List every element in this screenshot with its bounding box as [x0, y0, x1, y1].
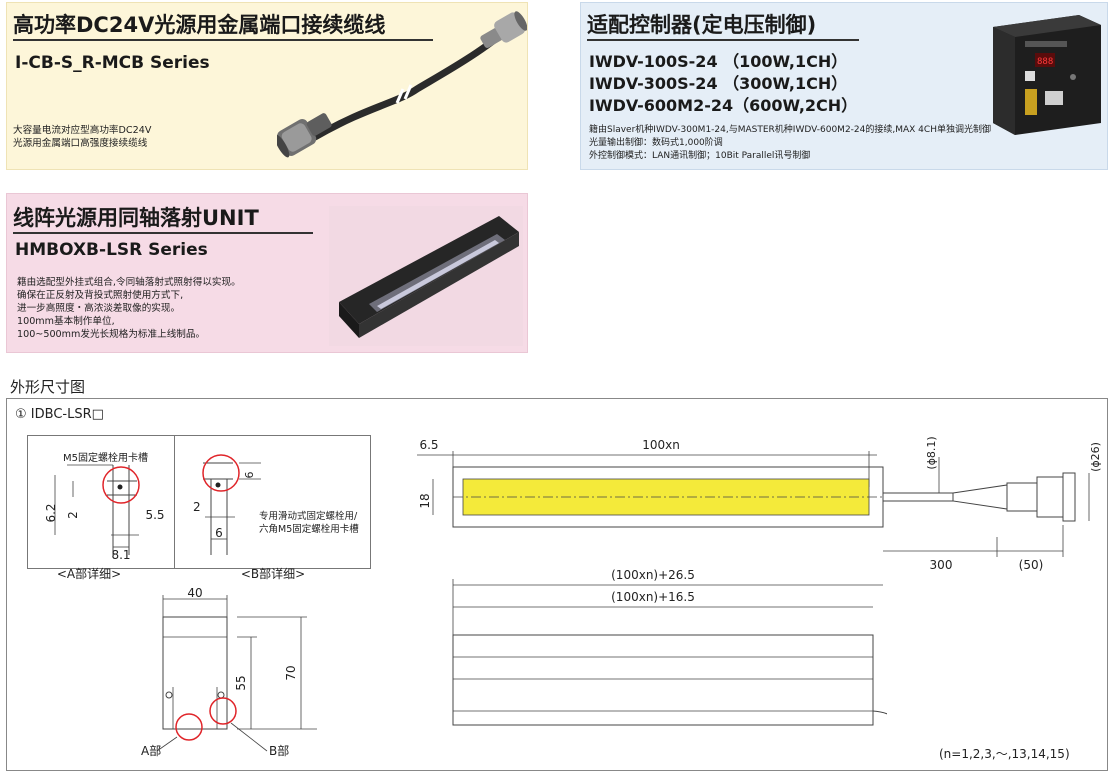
unit-desc-5: 100~500mm发光长规格为标准上线制品。: [17, 329, 206, 340]
dimension-drawing: ① IDBC-LSR□ 6.2 2 5.5 8.1 M5固定螺栓用卡槽 6: [6, 398, 1108, 771]
controller-title: 适配控制器(定电压制御): [587, 13, 817, 37]
unit-image: [329, 206, 523, 346]
front-dim-conn-len: (50): [1019, 558, 1044, 572]
side-mark-a: A部: [141, 743, 161, 758]
detail-box: [27, 435, 371, 569]
side-h1: 55: [234, 675, 248, 690]
cable-desc-1: 大容量电流对应型高功率DC24V: [13, 125, 152, 136]
detail-b-slot-label-1: 专用滑动式固定螺栓用/: [259, 510, 358, 522]
unit-desc-1: 籍由选配型外挂式组合,令同轴落射式照射得以实现。: [17, 277, 241, 288]
detail-b-dim-2: 2: [193, 500, 201, 514]
side-view-drawing: 40 55 70 A部 B部: [141, 587, 317, 758]
detail-a-dim-3: 5.5: [145, 508, 164, 522]
cable-series: I-CB-S_R-MCB Series: [15, 53, 210, 73]
controller-model-3: IWDV-600M2-24（600W,2CH）: [589, 96, 858, 115]
section-title: 外形尺寸图: [10, 378, 86, 396]
controller-model-2: IWDV-300S-24 （300W,1CH）: [589, 74, 848, 93]
controller-image: 888: [993, 15, 1101, 135]
controller-model-1: IWDV-100S-24 （100W,1CH）: [589, 52, 848, 71]
controller-desc-2: 光量输出制御：数码式1,000阶调: [589, 138, 723, 148]
detail-a-dim-1: 6.2: [44, 503, 58, 522]
front-dim-cable-dia: (ϕ8.1): [925, 436, 938, 469]
front-dim-height: 18: [418, 493, 432, 508]
cable-title: 高功率DC24V光源用金属端口接续缆线: [13, 13, 386, 37]
front-dim-cable-len: 300: [930, 558, 953, 572]
unit-desc-4: 100mm基本制作单位,: [17, 316, 115, 327]
front-view-drawing: 6.5 100xn 18 (ϕ8.1) (ϕ26) 300 (50): [417, 436, 1102, 572]
detail-a-slot-label: M5固定螺栓用卡槽: [63, 451, 148, 464]
unit-desc-3: 进一步高照度・高浓淡差取像的实现。: [17, 303, 181, 314]
cable-panel: 高功率DC24V光源用金属端口接续缆线 I-CB-S_R-MCB Series …: [6, 2, 528, 170]
cable-image: [277, 11, 527, 158]
detail-b-dim-3: 6: [215, 526, 223, 540]
unit-desc-2: 确保在正反射及背投式照射使用方式下,: [17, 290, 184, 301]
front-dim-length: 100xn: [642, 438, 680, 452]
model-label: ① IDBC-LSR□: [15, 407, 104, 422]
n-range-note: (n=1,2,3,～,13,14,15): [939, 747, 1070, 761]
top-dim-total: (100xn)+26.5: [611, 568, 695, 582]
unit-series: HMBOXB-LSR Series: [15, 240, 208, 260]
cable-desc-2: 光源用金属端口高强度接续缆线: [13, 138, 148, 149]
controller-title-rule: [587, 39, 859, 41]
side-h2: 70: [284, 665, 298, 680]
front-dim-conn-dia: (ϕ26): [1089, 442, 1102, 472]
detail-a-caption: <A部详细>: [57, 566, 121, 581]
controller-desc-3: 外控制御模式：LAN通讯制御；10Bit Parallel讯号制御: [589, 151, 811, 161]
unit-title-rule: [13, 232, 313, 234]
detail-b-caption: <B部详细>: [241, 566, 305, 581]
svg-text:888: 888: [1037, 57, 1053, 67]
controller-panel: 适配控制器(定电压制御) IWDV-100S-24 （100W,1CH） IWD…: [580, 2, 1108, 170]
side-width: 40: [187, 587, 202, 600]
detail-a-dim-2: 2: [66, 511, 80, 519]
detail-a-drawing: 6.2 2 5.5 8.1 M5固定螺栓用卡槽 6 2 6 专用滑动式固定螺栓用…: [44, 451, 359, 581]
top-dim-body: (100xn)+16.5: [611, 590, 695, 604]
unit-panel: 线阵光源用同轴落射UNIT HMBOXB-LSR Series 籍由选配型外挂式…: [6, 193, 528, 353]
cable-title-rule: [13, 39, 433, 41]
front-dim-left: 6.5: [419, 438, 438, 452]
side-mark-b: B部: [269, 743, 289, 758]
detail-a-dim-4: 8.1: [111, 548, 130, 562]
unit-title: 线阵光源用同轴落射UNIT: [13, 206, 259, 230]
top-view-drawing: (100xn)+26.5 (100xn)+16.5: [452, 568, 887, 726]
controller-desc-1: 籍由Slaver机种IWDV-300M1-24,与MASTER机种IWDV-60…: [589, 125, 991, 135]
detail-b-dim-1: 6: [243, 472, 256, 479]
detail-b-slot-label-2: 六角M5固定螺栓用卡槽: [259, 523, 359, 535]
